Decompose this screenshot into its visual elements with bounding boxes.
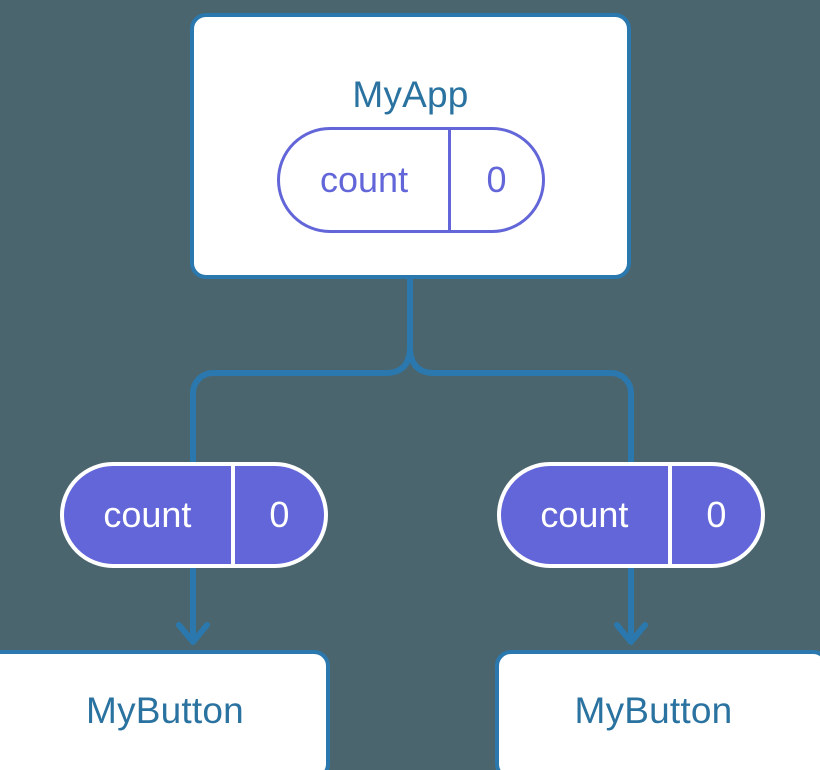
edge-arrow-right-head	[614, 622, 648, 645]
prop-pill-left-key: count	[103, 494, 192, 535]
component-title-mybutton-right: MyButton	[574, 690, 733, 731]
edge-branch-right	[407, 346, 634, 462]
prop-pill-right-value: 0	[667, 466, 761, 564]
prop-pill-left-value: 0	[230, 466, 324, 564]
component-title-mybutton-left: MyButton	[86, 690, 244, 731]
component-title-myapp: MyApp	[352, 74, 469, 115]
state-pill-root-key: count	[320, 159, 409, 200]
prop-pill-left[interactable]: count 0	[60, 462, 328, 568]
edge-branch-left	[190, 346, 413, 462]
state-pill-root-value: 0	[448, 130, 542, 230]
edge-arrow-left-head	[176, 622, 210, 645]
prop-pill-right[interactable]: count 0	[497, 462, 765, 568]
component-card-mybutton-right[interactable]: MyButton	[495, 650, 820, 770]
state-pill-root[interactable]: count 0	[277, 127, 545, 233]
component-card-mybutton-left[interactable]: MyButton	[0, 650, 330, 770]
prop-pill-right-key: count	[540, 494, 629, 535]
